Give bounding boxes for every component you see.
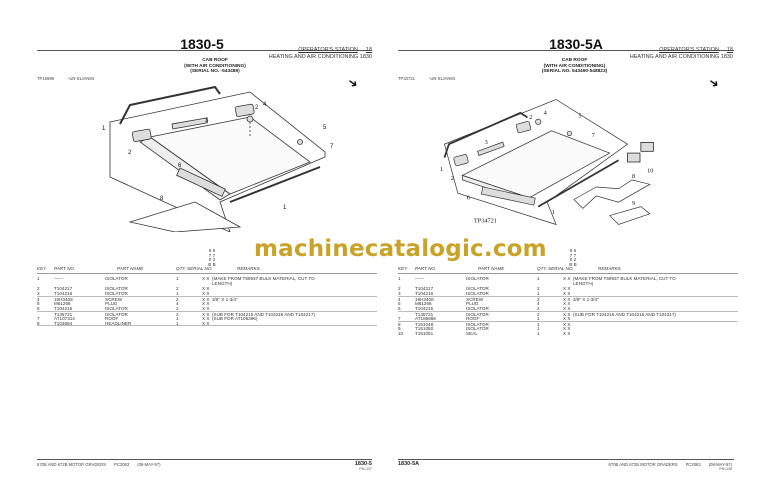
svg-text:8: 8 — [632, 173, 635, 180]
svg-text:1: 1 — [102, 126, 106, 132]
footer-page-number: 1830-5A — [398, 461, 420, 467]
page-title: 1830-5 — [180, 36, 224, 52]
svg-text:5: 5 — [578, 112, 581, 119]
svg-text:7: 7 — [592, 132, 595, 139]
illustration-caption: CAB ROOF (WITH AIR CONDITIONING) (SERIAL… — [541, 58, 608, 74]
serial-column-head: 6 6 7 7 0 2 B B — [569, 248, 577, 267]
svg-text:1: 1 — [440, 166, 443, 173]
cab-roof-exploded-diagram: 1 2 2 3 4 5 6 7 8 9 10 1 TP34721 — [440, 99, 654, 226]
table-header: KEY PART NO. PART NAME QTY. SERIAL NO. R… — [398, 266, 738, 274]
illustration-id: TP15699-UN-01JAN94 — [37, 76, 95, 81]
svg-text:10: 10 — [647, 168, 653, 175]
svg-text:8: 8 — [160, 196, 164, 202]
svg-text:1: 1 — [552, 209, 555, 216]
page-title: 1830-5A — [549, 36, 603, 52]
footer-rule — [398, 459, 734, 460]
svg-text:2: 2 — [128, 150, 132, 156]
header-rule — [37, 50, 372, 51]
illustration-id: TP34721-UN-01JAN94 — [398, 76, 456, 81]
svg-text:9: 9 — [632, 200, 635, 207]
cab-roof-exploded-diagram: 1 2 2 3 4 5 6 7 8 1 — [102, 85, 334, 232]
svg-text:6: 6 — [178, 163, 182, 169]
svg-text:3: 3 — [485, 139, 488, 146]
svg-text:4: 4 — [263, 102, 267, 108]
svg-text:TP34721: TP34721 — [474, 218, 497, 225]
illustration-caption: CAB ROOF (WITH AIR CONDITIONING) (SERIAL… — [184, 58, 246, 74]
serial-column-head: 6 6 7 7 0 2 B B — [208, 248, 216, 267]
svg-text:2: 2 — [255, 105, 259, 111]
svg-text:7: 7 — [330, 144, 334, 150]
svg-text:5: 5 — [323, 125, 327, 131]
footer-rule — [37, 459, 372, 460]
footer-page-number: 1830-5 — [354, 461, 372, 467]
table-header: KEY PART NO. PART NAME QTY. SERIAL NO. R… — [37, 266, 377, 274]
svg-text:2: 2 — [451, 175, 454, 182]
svg-text:6: 6 — [467, 195, 470, 202]
arrow-icon: ➜ — [705, 74, 723, 92]
subsection-heading: HEATING AND AIR CONDITIONING 1830 — [629, 54, 733, 60]
watermark-text: machinecatalogic.com — [254, 236, 547, 262]
svg-text:1: 1 — [283, 205, 287, 211]
footer-pn: PN=138 — [719, 467, 732, 471]
header-rule — [398, 50, 734, 51]
footer-pn: PN=137 — [359, 467, 372, 471]
svg-text:2: 2 — [529, 114, 532, 121]
svg-text:3: 3 — [205, 118, 209, 124]
subsection-heading: HEATING AND AIR CONDITIONING 1830 — [268, 54, 372, 60]
svg-text:4: 4 — [544, 110, 548, 117]
